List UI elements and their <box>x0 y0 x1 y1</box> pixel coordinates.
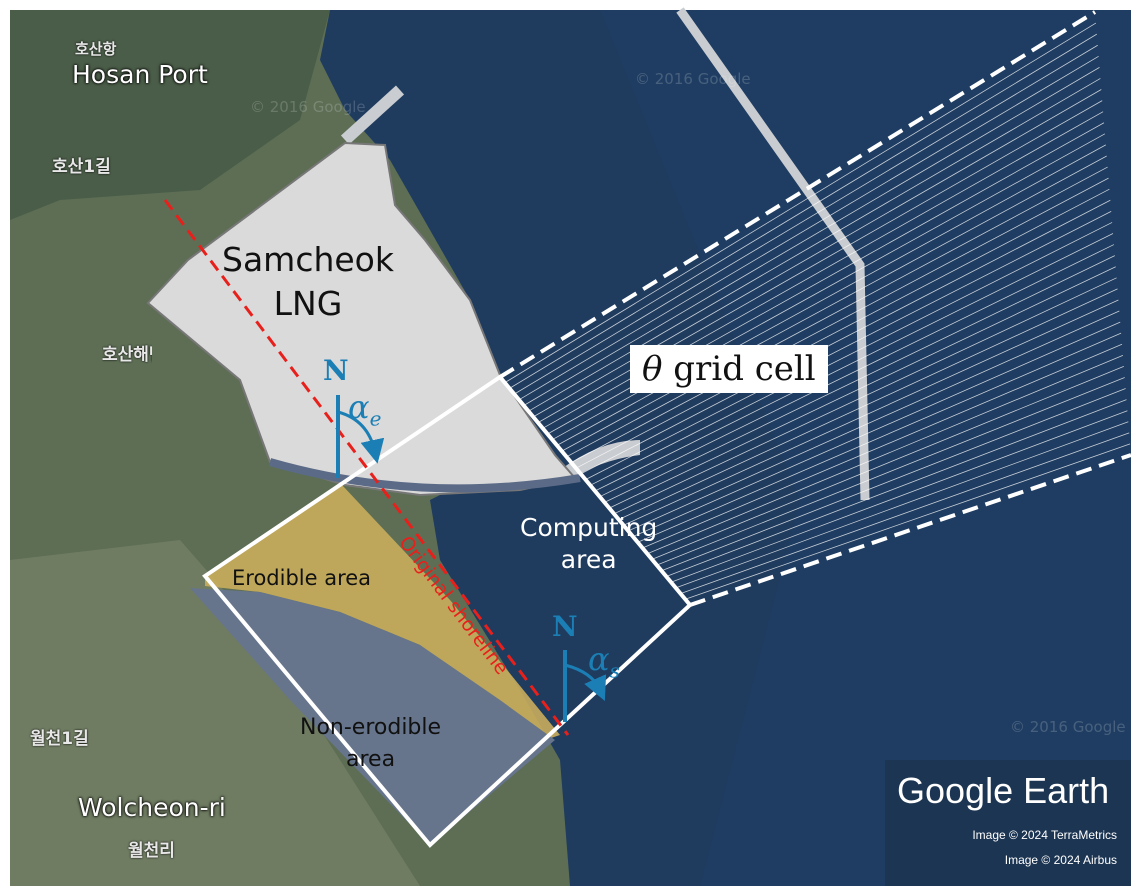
grid-cell-line <box>680 432 1130 594</box>
grid-cell-line <box>561 155 1107 452</box>
grid-cell-line <box>518 55 1099 401</box>
grid-cell-line <box>637 332 1122 543</box>
lng-line1: Samcheok <box>222 240 394 279</box>
theta-grid-cells <box>504 22 1131 600</box>
grid-cell-line <box>628 310 1120 532</box>
grid-cell-line <box>661 388 1126 572</box>
north-label-e: N <box>323 354 349 387</box>
grid-cell-line <box>623 299 1119 526</box>
forest <box>10 10 330 220</box>
label-hosan-port-kr: 호산항 <box>75 40 117 58</box>
label-wolcheon-ri: Wolcheon-ri <box>78 793 226 822</box>
north-label-s: N <box>552 610 578 643</box>
grid-cell-line <box>575 188 1110 469</box>
grid-cell-line <box>556 144 1106 446</box>
grid-cell-line <box>594 233 1114 492</box>
label-hosan-beach: 호산해변 <box>102 345 152 365</box>
jetty <box>340 85 405 145</box>
grid-cell-line <box>651 366 1124 560</box>
label-hosan1gil: 호산1길 <box>52 157 111 177</box>
grid-cell-line <box>685 443 1131 600</box>
label-erodible-area: Erodible area <box>232 566 372 590</box>
watermark: © 2016 Google <box>635 70 751 88</box>
grid-cell-line <box>533 89 1102 418</box>
alpha-s-label: αs <box>588 640 620 682</box>
grid-cell-line <box>609 266 1116 509</box>
grid-cell-line <box>504 22 1097 384</box>
grid-cell-line <box>599 244 1115 498</box>
grid-cell-line <box>509 33 1098 389</box>
grid-cell-line <box>514 44 1098 395</box>
grid-cell-line <box>580 199 1111 475</box>
breakwater-pier <box>676 7 870 501</box>
grid-cell-line <box>670 410 1128 583</box>
computing-area-boundary <box>202 374 693 848</box>
grid-cell-line <box>613 277 1117 515</box>
label-hosan-port: Hosan Port <box>72 60 208 89</box>
computing-line1: Computing <box>520 513 658 542</box>
grid-cell-line <box>642 343 1123 549</box>
seawall <box>268 458 581 493</box>
grid-cell-line <box>571 177 1109 463</box>
computing-line2: area <box>560 545 617 574</box>
alpha-e-arc <box>337 410 385 464</box>
grid-cell-line <box>590 222 1113 486</box>
nonerodible-line2: area <box>345 747 396 772</box>
grid-cell-line <box>675 421 1129 589</box>
grid-cell-line <box>604 255 1115 503</box>
grid-cell-text: grid cell <box>673 349 816 389</box>
grid-cell-line <box>618 288 1118 520</box>
alpha-e-subscript: e <box>369 406 382 431</box>
grid-cell-label: θ grid cell <box>630 345 828 393</box>
grid-cell-line <box>666 399 1127 577</box>
grid-cell-line <box>528 78 1101 412</box>
label-computing-area: Computing area <box>520 512 657 576</box>
label-non-erodible-area: Non-erodible area <box>300 712 441 776</box>
grid-cell-line <box>585 210 1112 480</box>
watermark: © 2016 Google <box>1010 718 1126 736</box>
attribution-panel <box>885 760 1131 886</box>
erodible-area <box>205 485 560 740</box>
google-earth-logo: Google Earth <box>897 770 1110 811</box>
grid-cell-line <box>523 67 1100 406</box>
nonerodible-line1: Non-erodible <box>300 715 442 740</box>
farmland <box>10 540 420 886</box>
grid-boundary-lower <box>689 453 1132 607</box>
alpha-s-symbol: α <box>588 640 610 678</box>
label-wolcheon1gil: 월천1길 <box>30 729 89 749</box>
theta-symbol: θ <box>642 349 663 389</box>
grid-cell-line <box>566 166 1108 458</box>
watermark: © 2016 Google <box>250 98 366 116</box>
grid-boundary-upper <box>498 10 1097 379</box>
non-erodible-area <box>190 588 555 845</box>
alpha-s-arc <box>564 663 607 701</box>
label-wolcheon-ri-kr: 월천리 <box>128 841 175 861</box>
grid-cell-line <box>656 377 1125 566</box>
credit-terrametrics: Image © 2024 TerraMetrics <box>972 828 1117 842</box>
grid-cell-line <box>647 354 1124 555</box>
alpha-e-label: αe <box>348 388 381 430</box>
grid-cell-line <box>632 321 1121 537</box>
alpha-e-symbol: α <box>348 388 370 426</box>
original-shoreline-line <box>163 199 570 736</box>
lng-line2: LNG <box>273 284 343 323</box>
label-samcheok-lng: Samcheok LNG <box>222 238 394 326</box>
credit-airbus: Image © 2024 Airbus <box>1004 853 1117 867</box>
alpha-s-subscript: s <box>609 658 620 683</box>
